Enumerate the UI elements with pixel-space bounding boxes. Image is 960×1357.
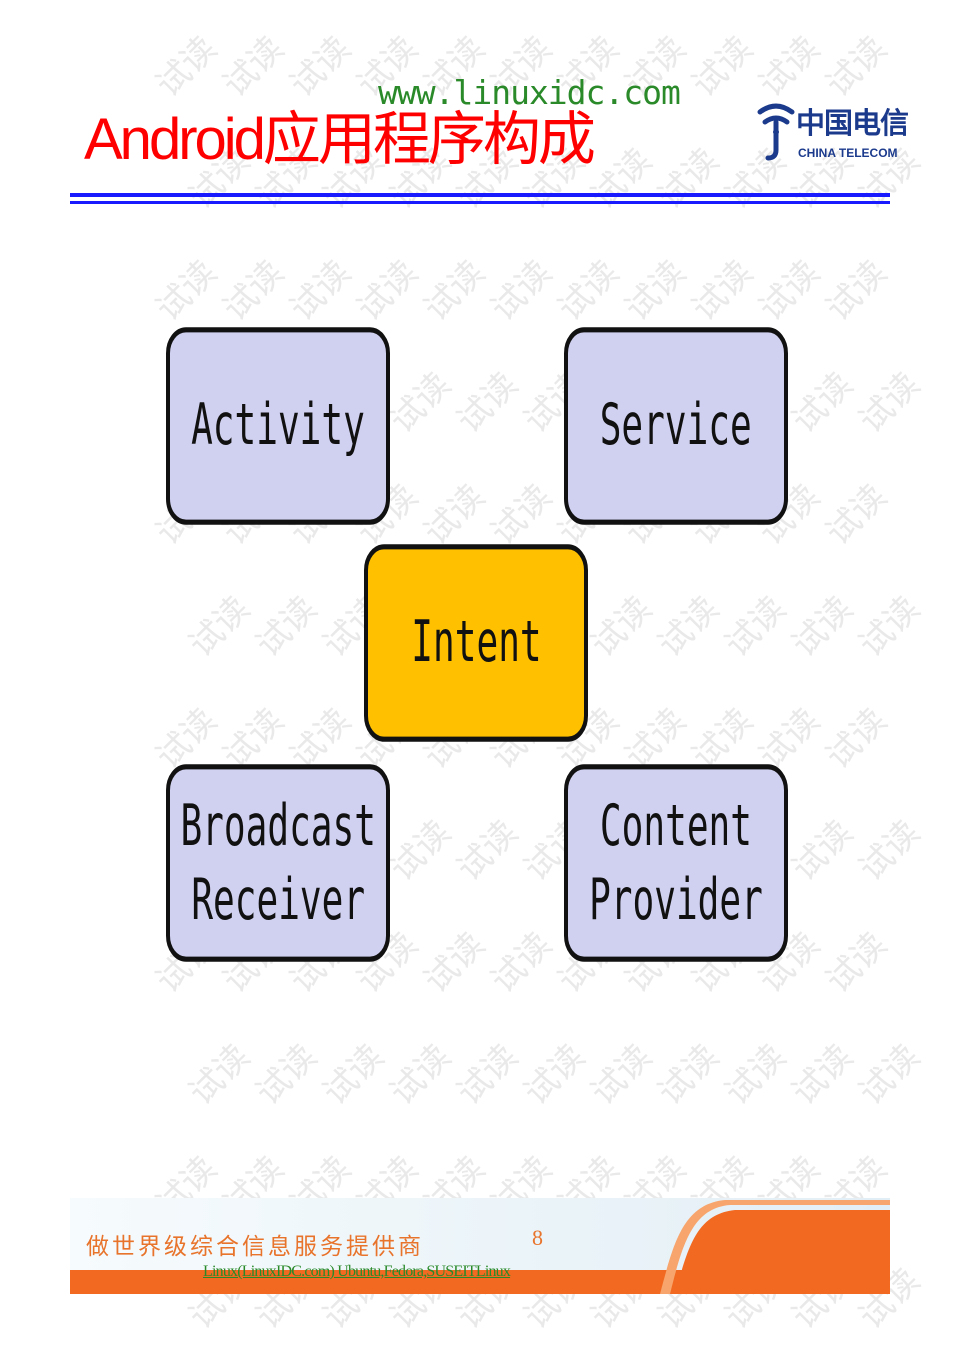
watermark-text: 试读 bbox=[650, 140, 727, 218]
watermark-text: 试读 bbox=[449, 1036, 526, 1114]
watermark-text: 试读 bbox=[684, 28, 761, 106]
component-activity: Activity bbox=[166, 327, 390, 525]
watermark-text: 试读 bbox=[784, 1036, 861, 1114]
watermark-text: 试读 bbox=[215, 252, 292, 330]
watermark-text: 试读 bbox=[650, 1036, 727, 1114]
watermark-text: 试读 bbox=[583, 588, 660, 666]
watermark-text: 试读 bbox=[416, 476, 493, 554]
component-content-provider-text: Content Provider bbox=[570, 789, 782, 938]
footer-band bbox=[70, 1198, 890, 1294]
watermark-text: 试读 bbox=[784, 364, 861, 442]
watermark-text: 试读 bbox=[516, 1036, 593, 1114]
watermark-text: 试读 bbox=[416, 252, 493, 330]
header-rule-top bbox=[70, 193, 890, 197]
slide-title: Android应用程序构成 bbox=[84, 107, 596, 172]
watermark-text: 试读 bbox=[248, 588, 325, 666]
watermark-text: 试读 bbox=[483, 252, 560, 330]
watermark-text: 试读 bbox=[382, 1036, 459, 1114]
watermark-text: 试读 bbox=[349, 252, 426, 330]
watermark-text: 试读 bbox=[617, 252, 694, 330]
watermark-text: 试读 bbox=[784, 588, 861, 666]
watermark-text: 试读 bbox=[818, 476, 895, 554]
watermark-text: 试读 bbox=[684, 252, 761, 330]
site-url-link[interactable]: www.linuxidc.com bbox=[378, 73, 681, 112]
watermark-text: 试读 bbox=[449, 812, 526, 890]
watermark-text: 试读 bbox=[483, 476, 560, 554]
watermark-text: 试读 bbox=[818, 924, 895, 1002]
watermark-text: 试读 bbox=[818, 28, 895, 106]
watermark-text: 试读 bbox=[751, 28, 828, 106]
component-broadcast-receiver: Broadcast Receiver bbox=[166, 764, 390, 962]
watermark-text: 试读 bbox=[583, 1036, 660, 1114]
watermark-text: 试读 bbox=[315, 1036, 392, 1114]
watermark-text: 试读 bbox=[818, 700, 895, 778]
footer-link[interactable]: Linux(LinuxIDC.com) Ubuntu,Fedora,SUSEIT… bbox=[203, 1263, 511, 1280]
watermark-text: 试读 bbox=[483, 924, 560, 1002]
component-broadcast-label-line2: Receiver bbox=[191, 866, 365, 934]
watermark-text: 试读 bbox=[851, 812, 928, 890]
component-service-label: Service bbox=[599, 392, 753, 460]
telecom-logo: 中国电信 CHINA TELECOM bbox=[756, 98, 909, 164]
watermark-text: 试读 bbox=[282, 252, 359, 330]
watermark-text: 试读 bbox=[784, 812, 861, 890]
footer-slogan: 做世界级综合信息服务提供商 bbox=[86, 1234, 424, 1260]
component-intent: Intent bbox=[364, 544, 588, 742]
component-content-label-line2: Provider bbox=[589, 866, 763, 934]
component-activity-label: Activity bbox=[191, 392, 365, 460]
component-content-provider: Content Provider bbox=[564, 764, 788, 962]
header-rule-bottom bbox=[70, 201, 890, 204]
component-broadcast-label-line1: Broadcast bbox=[180, 792, 376, 859]
component-intent-label: Intent bbox=[410, 609, 542, 677]
watermark-text: 试读 bbox=[181, 1036, 258, 1114]
logo-name-en: CHINA TELECOM bbox=[798, 146, 898, 160]
footer-swoosh-graphic bbox=[70, 1198, 890, 1294]
watermark-text: 试读 bbox=[181, 588, 258, 666]
telecom-logo-icon bbox=[757, 103, 795, 161]
watermark-text: 试读 bbox=[449, 364, 526, 442]
component-service: Service bbox=[564, 327, 788, 525]
watermark-text: 试读 bbox=[416, 924, 493, 1002]
component-broadcast-receiver-text: Broadcast Receiver bbox=[159, 789, 397, 938]
watermark-text: 试读 bbox=[851, 588, 928, 666]
watermark-text: 试读 bbox=[148, 252, 225, 330]
watermark-text: 试读 bbox=[818, 252, 895, 330]
watermark-text: 试读 bbox=[650, 588, 727, 666]
watermark-text: 试读 bbox=[851, 1036, 928, 1114]
watermark-text: 试读 bbox=[717, 588, 794, 666]
component-content-label-line1: Content bbox=[599, 792, 753, 859]
watermark-text: 试读 bbox=[751, 252, 828, 330]
page-number: 8 bbox=[532, 1225, 543, 1250]
watermark-text: 试读 bbox=[717, 1036, 794, 1114]
logo-name-cn: 中国电信 bbox=[796, 106, 909, 140]
watermark-text: 试读 bbox=[550, 252, 627, 330]
watermark-text: 试读 bbox=[248, 1036, 325, 1114]
watermark-text: 试读 bbox=[851, 364, 928, 442]
